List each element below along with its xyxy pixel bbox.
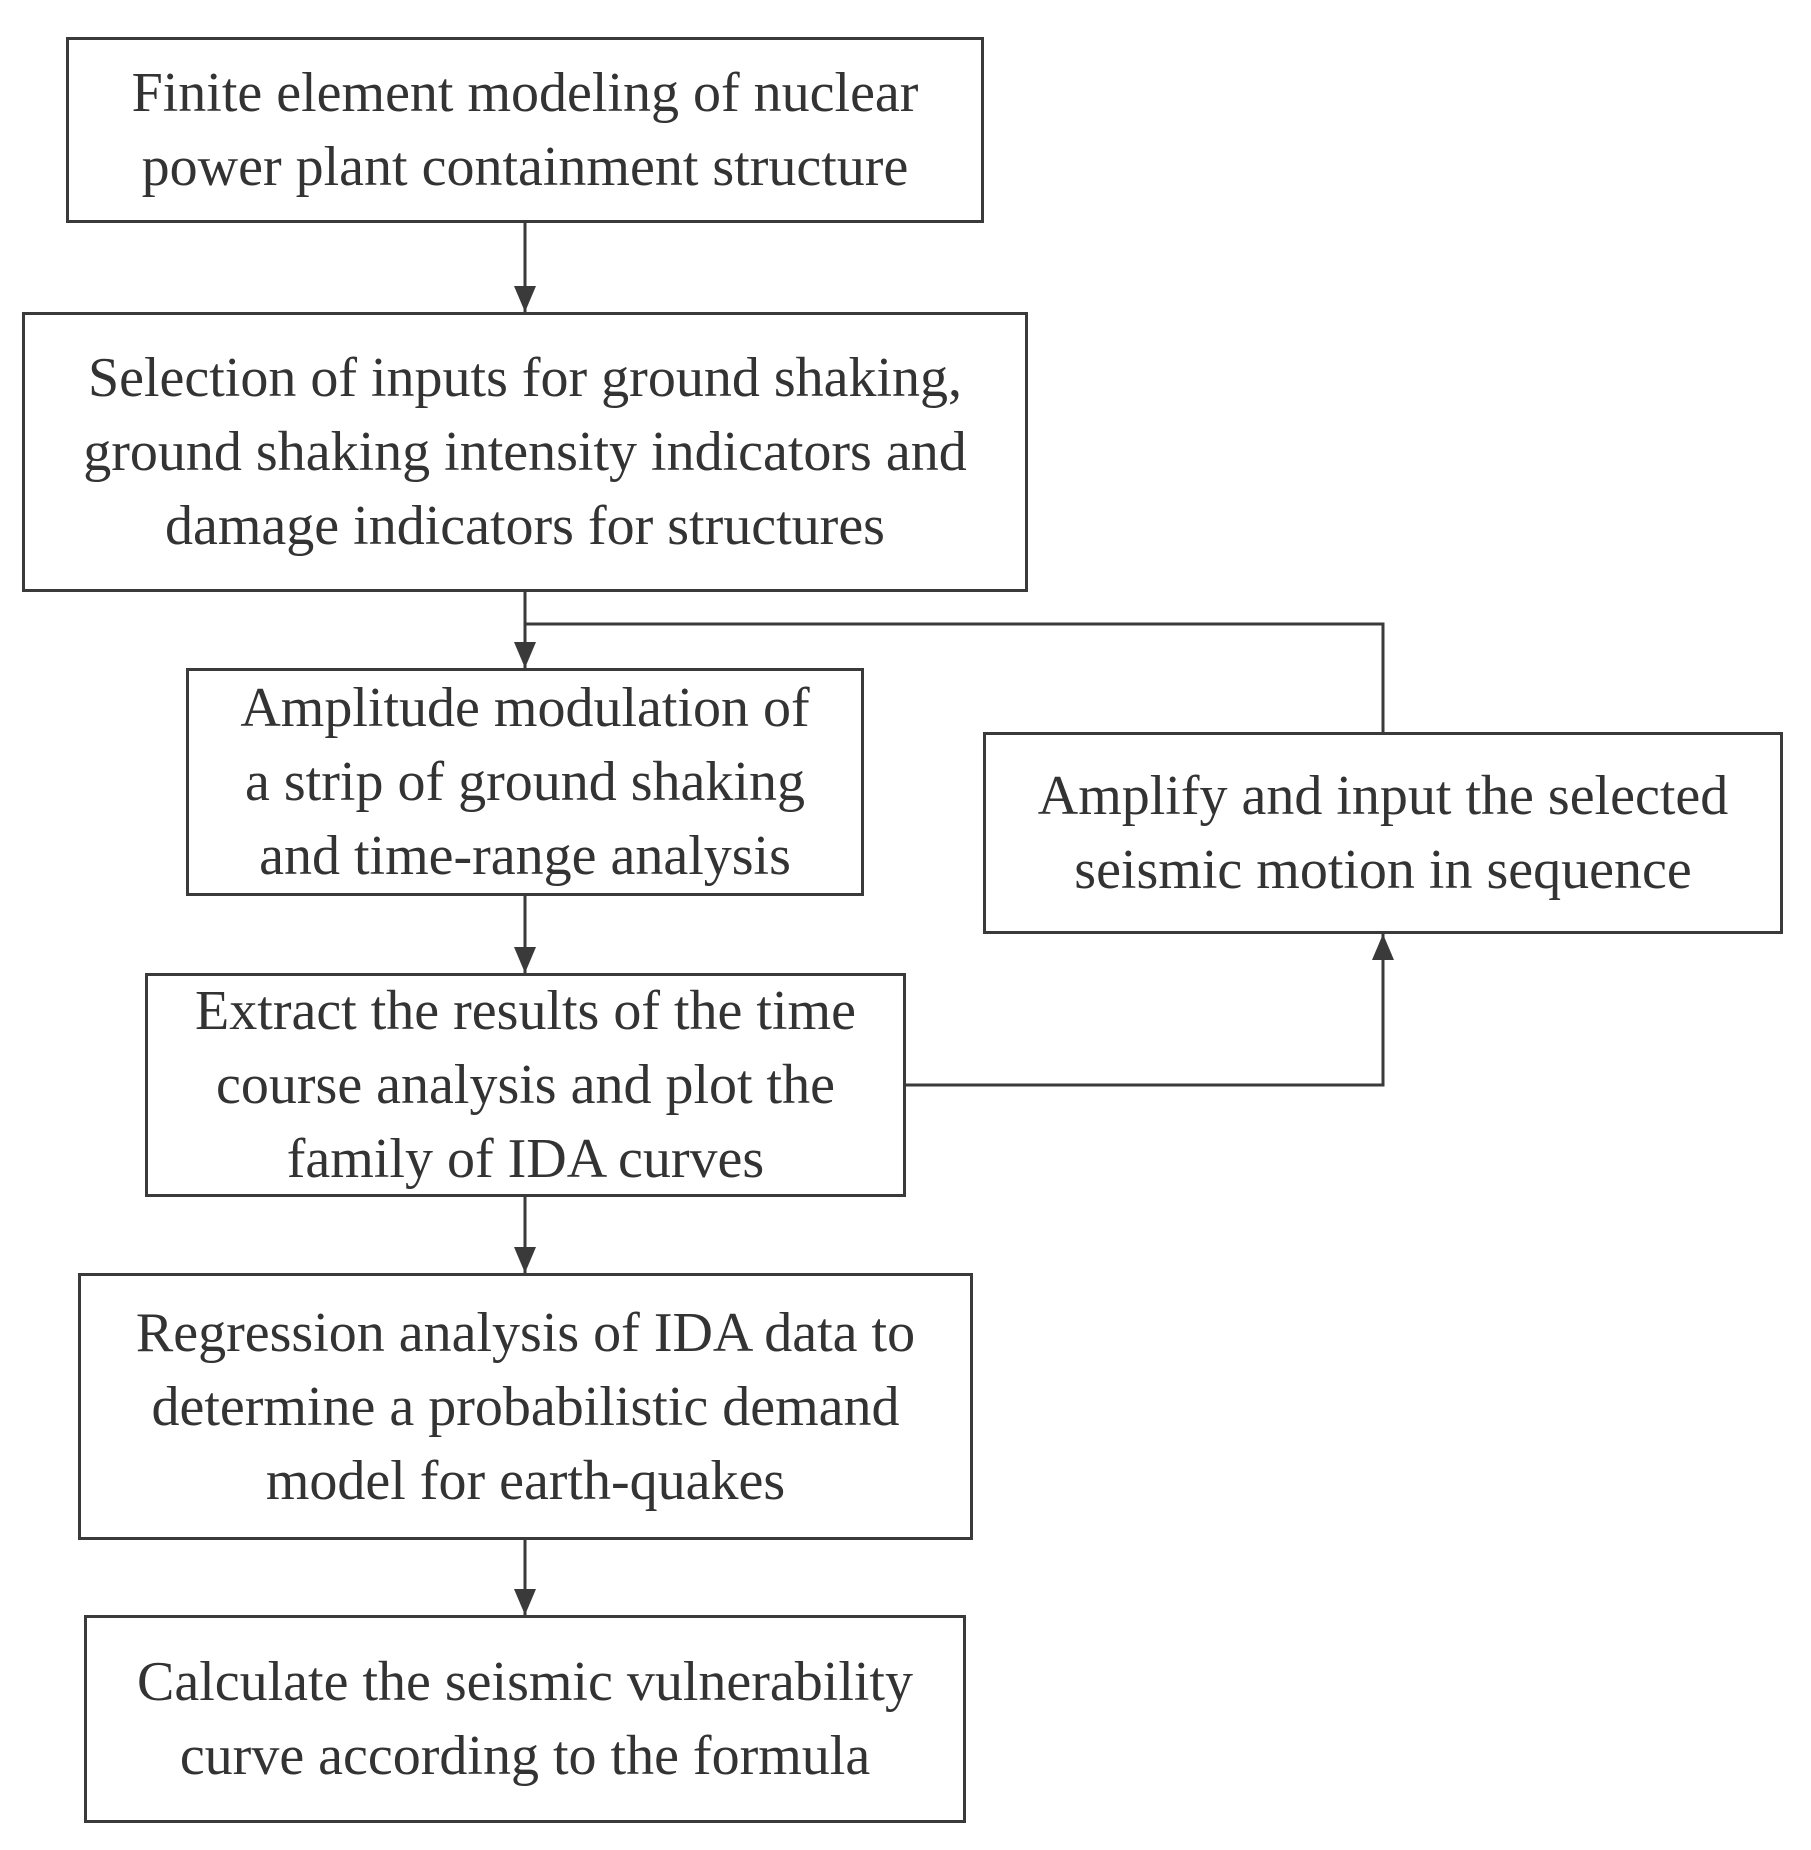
arrowhead-n1-n2	[514, 286, 536, 312]
node-text-line: course analysis and plot the	[216, 1054, 835, 1116]
node-text-line: curve according to the formula	[179, 1725, 871, 1787]
node-text-line: and time-range analysis	[259, 825, 791, 887]
edge-n5-n4	[906, 934, 1385, 1087]
node-text-line: family of IDA curves	[286, 1128, 765, 1190]
node-text-line: power plant containment structure	[141, 136, 909, 198]
node-text-line: Finite element modeling of nuclear	[131, 62, 919, 124]
node-text-line: Regression analysis of IDA data to	[135, 1301, 916, 1364]
node-text-line: determine a probabilistic demand	[151, 1375, 900, 1438]
arrowhead-n5-n6	[514, 1247, 536, 1273]
node-amplify-and-input: Amplify and input the selected seismic m…	[983, 732, 1783, 934]
node-text-line: seismic motion in sequence	[1074, 839, 1692, 901]
node-text-line: model for earth-quakes	[265, 1449, 786, 1512]
node-calculate-vulnerability: Calculate the seismic vulnerability curv…	[84, 1615, 966, 1823]
edge-n4-n3	[525, 622, 1385, 732]
node-selection-of-inputs: Selection of inputs for ground shaking, …	[22, 312, 1028, 592]
node-text-line: ground shaking intensity indicators and	[83, 421, 967, 483]
node-regression-analysis: Regression analysis of IDA data to deter…	[78, 1273, 973, 1540]
node-text-line: damage indicators for structures	[165, 495, 885, 557]
node-text-line: a strip of ground shaking	[245, 751, 805, 813]
node-text-line: Extract the results of the time	[195, 980, 856, 1042]
arrowhead-n3-n5	[514, 947, 536, 973]
node-extract-results: Extract the results of the time course a…	[145, 973, 906, 1197]
node-text-line: Amplitude modulation of	[240, 677, 810, 739]
node-text-line: Selection of inputs for ground shaking,	[87, 347, 963, 409]
node-text-line: Amplify and input the selected	[1037, 765, 1729, 827]
node-text-line: Calculate the seismic vulnerability	[137, 1651, 913, 1713]
node-finite-element-modeling: Finite element modeling of nuclear power…	[66, 37, 984, 223]
arrowhead-n5-n4	[1372, 934, 1394, 960]
arrowhead-n2-n3	[514, 642, 536, 668]
arrowhead-n6-n7	[514, 1589, 536, 1615]
node-amplitude-modulation: Amplitude modulation of a strip of groun…	[186, 668, 864, 896]
